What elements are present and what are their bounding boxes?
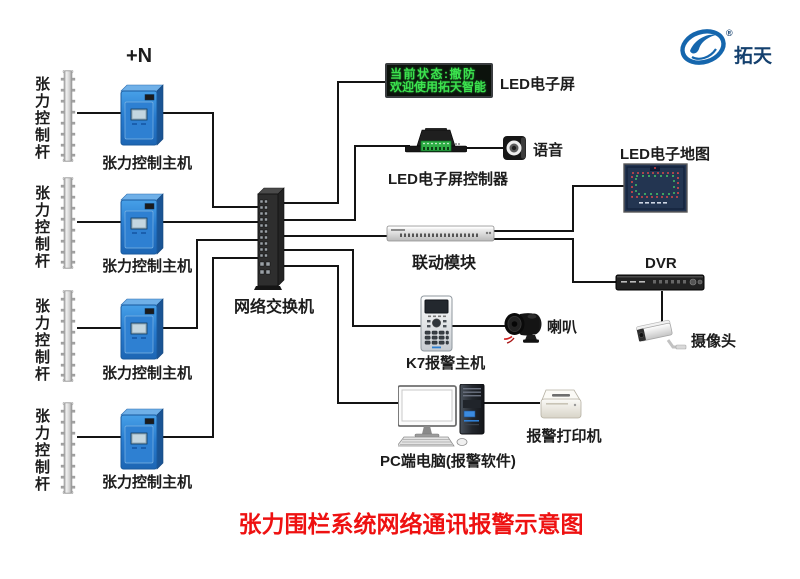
registered-mark: ® bbox=[726, 28, 733, 38]
tension-pole-1 bbox=[59, 70, 77, 162]
pole-label-1: 张力控制杆 bbox=[33, 76, 50, 161]
camera-label: 摄像头 bbox=[691, 333, 737, 350]
linkage-module-label: 联动模块 bbox=[411, 255, 476, 272]
tension-pole-2 bbox=[59, 177, 77, 269]
tension-pole-3 bbox=[59, 290, 77, 382]
tension-host-3 bbox=[119, 296, 165, 362]
logo-mark bbox=[680, 29, 726, 65]
led-screen-label: LED电子屏 bbox=[500, 76, 576, 93]
led-display-line2: 欢迎使用拓天智能 bbox=[390, 79, 487, 94]
diagram-title: 张力围栏系统网络通讯报警示意图 bbox=[238, 511, 584, 537]
linkage-module bbox=[386, 225, 495, 242]
led-controller bbox=[405, 128, 467, 153]
host-label-4: 张力控制主机 bbox=[102, 474, 193, 491]
dvr-label: DVR bbox=[645, 255, 677, 272]
host-label-3: 张力控制主机 bbox=[102, 365, 193, 382]
led-controller-label: LED电子屏控制器 bbox=[388, 171, 509, 188]
alarm-horn bbox=[503, 313, 542, 344]
pole-label-4: 张力控制杆 bbox=[33, 408, 50, 493]
dvr-device bbox=[615, 274, 705, 291]
alarm-printer bbox=[540, 389, 582, 419]
tension-host-4 bbox=[119, 406, 165, 472]
horn-label: 喇叭 bbox=[547, 319, 578, 336]
host-label-2: 张力控制主机 bbox=[102, 258, 193, 275]
led-display-line1: 当前状态:撤防 bbox=[390, 66, 477, 81]
pc-label: PC端电脑(报警软件) bbox=[380, 453, 516, 470]
network-switch bbox=[254, 187, 285, 290]
brand-logo: ® 拓天 bbox=[676, 22, 796, 72]
led-map-label: LED电子地图 bbox=[620, 146, 711, 163]
k7-host-label: K7报警主机 bbox=[406, 355, 486, 372]
printer-label: 报警打印机 bbox=[526, 428, 602, 445]
tension-host-1 bbox=[119, 82, 165, 148]
led-display-screen: 当前状态:撤防 欢迎使用拓天智能 bbox=[385, 63, 493, 98]
pole-label-2: 张力控制杆 bbox=[33, 185, 50, 270]
pc-workstation bbox=[398, 384, 485, 447]
led-map-panel bbox=[623, 163, 688, 213]
tension-pole-4 bbox=[59, 402, 77, 494]
voice-label: 语音 bbox=[533, 142, 564, 159]
host-label-1: 张力控制主机 bbox=[102, 155, 193, 172]
pole-label-3: 张力控制杆 bbox=[33, 298, 50, 383]
switch-label: 网络交换机 bbox=[233, 299, 314, 316]
tension-host-2 bbox=[119, 191, 165, 257]
cctv-camera bbox=[636, 319, 687, 350]
brand-name: 拓天 bbox=[734, 46, 773, 67]
plus-n-annotation: +N bbox=[126, 45, 153, 67]
voice-speaker bbox=[503, 136, 526, 160]
k7-alarm-host bbox=[420, 295, 453, 352]
